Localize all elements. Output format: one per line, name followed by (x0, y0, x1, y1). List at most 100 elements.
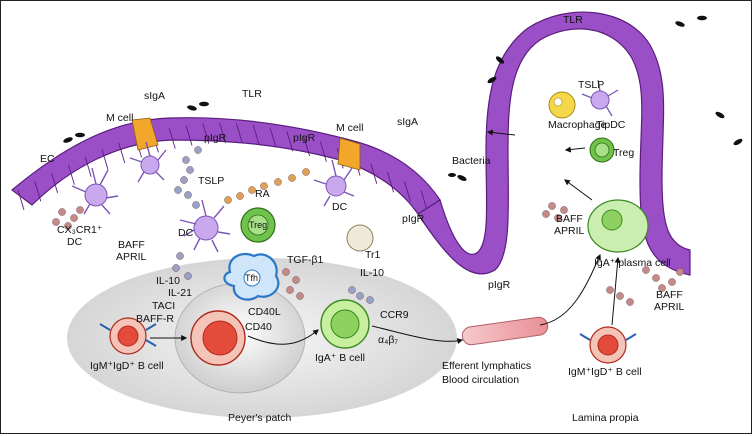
label-tlr-right: TLR (563, 14, 583, 26)
cytokine-dot (668, 278, 676, 286)
m-cell-right (337, 137, 361, 171)
cytokine-dot (184, 272, 192, 280)
cx3cr1-dc (71, 167, 119, 215)
label-il21: IL-21 (168, 287, 192, 299)
cytokine-dot (626, 298, 634, 306)
epithelial-cell-divider (286, 131, 294, 152)
cytokine-dot (180, 176, 188, 184)
label-bacteria: Bacteria (452, 155, 491, 167)
cytokine-dot (184, 191, 192, 199)
label-dc-peyer: DC (178, 227, 194, 239)
label-dc-right: DC (332, 201, 348, 213)
dc-peyer (179, 199, 231, 253)
epithelial-cell-divider (202, 123, 210, 144)
label-baff-lower: BAFF (656, 289, 683, 301)
bacteria-group (63, 15, 743, 181)
epithelial-cell-divider (67, 164, 75, 185)
epithelial-cell-divider (420, 190, 428, 211)
label-cx3cr1-dc: DC (67, 236, 83, 248)
cytokine-dot (616, 292, 624, 300)
label-ec: EC (40, 153, 55, 165)
label-efferent: Efferent lymphatics (442, 360, 531, 372)
label-baff-left: BAFF (118, 239, 145, 251)
cytokine-dot (194, 146, 202, 154)
label-tipdc: TipDC (596, 119, 626, 131)
cytokine-dot (642, 266, 650, 274)
label-pigr-1: pIgR (204, 132, 227, 144)
label-cd40: CD40 (245, 321, 272, 333)
cytokine-dot (176, 252, 184, 260)
cytokine-dot (652, 274, 660, 282)
cytokine-dot (64, 222, 72, 230)
cytokine-dot (224, 196, 232, 204)
label-taci: TACI (152, 300, 175, 312)
cytokine-dot (76, 206, 84, 214)
label-baff-right: BAFF (556, 213, 583, 225)
cytokine-dot (174, 186, 182, 194)
epithelial-cell-divider (34, 181, 42, 202)
iga-plasma-cell (587, 199, 649, 253)
cytokine-dot (192, 201, 200, 209)
iga-b-cell (320, 299, 370, 349)
arrow-plasma-to-epithelium (564, 179, 593, 201)
cytokine-dot (554, 214, 562, 222)
cytokine-dot (356, 292, 364, 300)
label-m-cell-left: M cell (106, 112, 133, 124)
macrophage (548, 91, 576, 119)
cytokine-dot (282, 268, 290, 276)
epithelial-cell-divider (303, 135, 311, 157)
label-pigr-3: pIgR (402, 213, 425, 225)
cytokine-dot (186, 166, 194, 174)
treg-peyer (240, 207, 276, 243)
tipdc (581, 79, 619, 117)
dc-right (313, 159, 355, 207)
label-iga-b-cell: IgA⁺ B cell (315, 352, 365, 364)
label-peyers-patch: Peyer's patch (228, 412, 291, 424)
epithelial-cell-divider (118, 142, 126, 164)
efferent-lymphatic-tube (461, 316, 549, 346)
cytokine-dots (52, 146, 684, 306)
arrow-gc-to-iga (247, 329, 319, 345)
cytokine-dot (248, 186, 256, 194)
arrow-iga-to-lymph (371, 325, 464, 344)
cytokine-dot (288, 174, 296, 182)
treg-lamina-propria (589, 137, 615, 163)
epithelial-cell-divider (370, 163, 378, 184)
label-blood: Blood circulation (442, 374, 519, 386)
label-ccr9: CCR9 (380, 309, 409, 321)
label-tr1: Tr1 (365, 249, 381, 261)
epithelial-cell-divider (269, 127, 277, 148)
m-cell-left (131, 117, 159, 151)
cytokine-dot (292, 276, 300, 284)
label-siga-left: sIgA (144, 90, 165, 102)
cytokine-dot (172, 264, 180, 272)
epithelial-cell-divider (252, 124, 260, 146)
epithelial-cell-divider (168, 128, 176, 149)
epithelial-cell-divider (387, 172, 395, 193)
igm-igd-b-cell-right (579, 326, 637, 364)
label-plasma-cell: IgA⁺ plasma cell (594, 257, 671, 269)
cytokine-dot (658, 284, 666, 292)
label-igm-igd-right: IgM⁺IgD⁺ B cell (568, 366, 642, 378)
label-april-left: APRIL (116, 251, 147, 263)
label-pigr-lower: pIgR (488, 279, 511, 291)
label-il10-right: IL-10 (360, 267, 384, 279)
igm-igd-b-cell-left (99, 317, 157, 355)
tfh-cell (223, 252, 280, 301)
epithelial-cell-divider (235, 123, 243, 144)
cytokine-dot (542, 210, 550, 218)
label-tfh: Tfh (245, 273, 258, 283)
epithelial-cell-divider (101, 149, 109, 170)
tr1-cell (346, 224, 374, 252)
cytokine-dot (606, 286, 614, 294)
cytokine-dot (366, 296, 374, 304)
epithelial-cell-divider (17, 189, 25, 211)
cytokine-dot (348, 286, 356, 294)
cytokine-dot (302, 168, 310, 176)
cytokine-dot (236, 192, 244, 200)
epithelial-cell-divider (219, 122, 227, 144)
label-tslp-left: TSLP (198, 175, 224, 187)
cytokine-dot (286, 286, 294, 294)
label-tlr-left: TLR (242, 88, 262, 100)
